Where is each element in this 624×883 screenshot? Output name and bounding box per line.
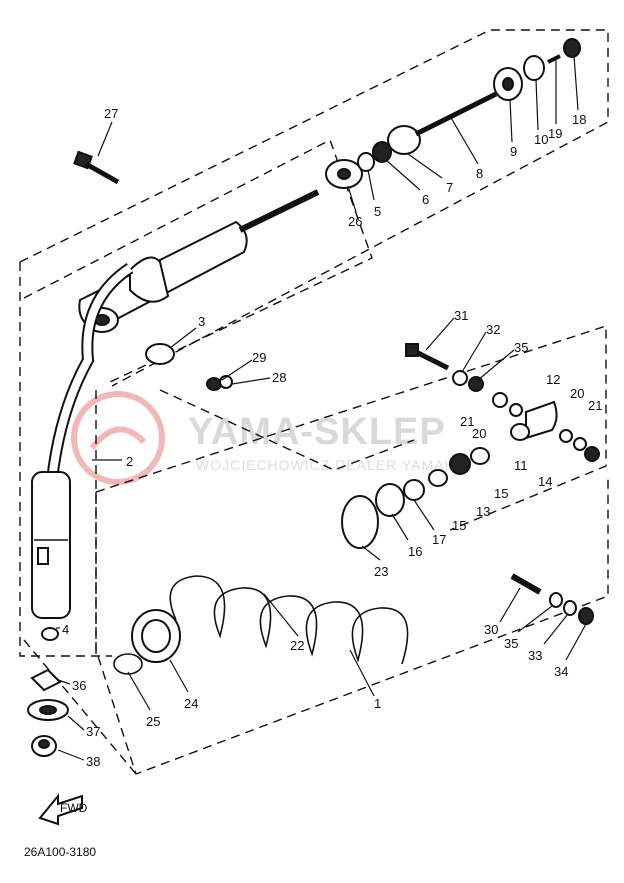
lower-right-hardware (341, 343, 600, 625)
part-label: 21 (460, 414, 474, 429)
watermark-main: YAMA-SKLEP (188, 411, 446, 453)
part-label: 29 (252, 350, 266, 365)
spring-22 (113, 575, 409, 675)
part-label: 28 (272, 370, 286, 385)
watermark: YAMA-SKLEP WOJCIECHOWICZ DEALER YAMAHA (71, 391, 466, 485)
part-label: 21 (588, 398, 602, 413)
part-label: 15 (452, 518, 466, 533)
collar-and-nuts (145, 343, 233, 391)
part-label: 19 (548, 126, 562, 141)
diagram-code: 26A100-3180 (24, 845, 96, 859)
part-label: 10 (534, 132, 548, 147)
part-label: 32 (486, 322, 500, 337)
part-label: 2 (126, 454, 133, 469)
part-label: 18 (572, 112, 586, 127)
part-label: 15 (494, 486, 508, 501)
part-label: 16 (408, 544, 422, 559)
part-label: 17 (432, 532, 446, 547)
shock-absorber-body (31, 189, 320, 641)
fwd-arrow: FWD (38, 793, 88, 826)
part-label: 8 (476, 166, 483, 181)
leader-lines (56, 55, 587, 761)
part-label: 11 (514, 458, 528, 473)
watermark-sub: WOJCIECHOWICZ DEALER YAMAHA (196, 457, 466, 473)
part-label: 24 (184, 696, 198, 711)
part-label: 26 (348, 214, 362, 229)
part-label: 7 (446, 180, 453, 195)
part-label: 22 (290, 638, 304, 653)
part-label: 31 (454, 308, 468, 323)
part-label: 12 (546, 372, 560, 387)
part-label: 38 (86, 754, 100, 769)
part-label: 37 (86, 724, 100, 739)
part-label: 20 (472, 426, 486, 441)
part-label: 34 (554, 664, 568, 679)
part-label: 30 (484, 622, 498, 637)
upper-parts (325, 38, 581, 189)
bolt-27 (73, 150, 120, 185)
part-label: 27 (104, 106, 118, 121)
part-label: 33 (528, 648, 542, 663)
part-label: 9 (510, 144, 517, 159)
part-label: 14 (538, 474, 552, 489)
part-label: 23 (374, 564, 388, 579)
part-label: 36 (72, 678, 86, 693)
part-label: 3 (198, 314, 205, 329)
part-label: 25 (146, 714, 160, 729)
part-labels: 27 26 5 6 7 8 9 10 19 18 3 29 28 2 4 31 … (62, 106, 602, 769)
part-label: 35 (504, 636, 518, 651)
part-label: 35 (514, 340, 528, 355)
fwd-label: FWD (60, 801, 88, 815)
part-label: 13 (476, 504, 490, 519)
part-label: 20 (570, 386, 584, 401)
part-label: 5 (374, 204, 381, 219)
part-label: 1 (374, 696, 381, 711)
part-label: 6 (422, 192, 429, 207)
part-label: 4 (62, 622, 69, 637)
dashed-frames (19, 29, 609, 775)
bottom-left-parts (27, 668, 69, 757)
